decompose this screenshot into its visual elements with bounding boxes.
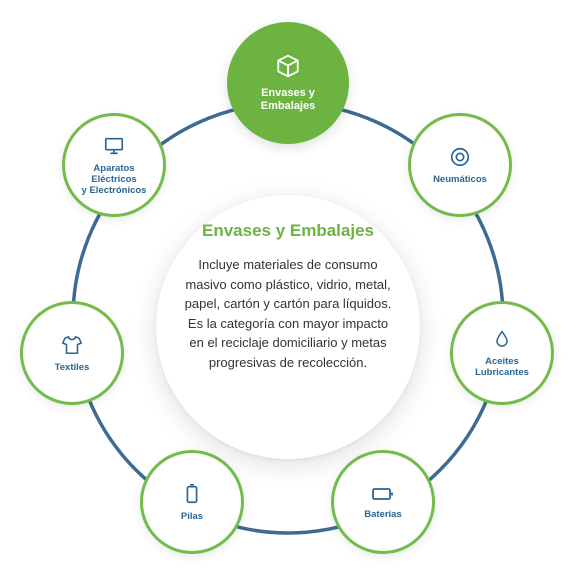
monitor-icon <box>104 137 124 154</box>
node-textiles[interactable]: Textiles <box>20 301 124 405</box>
shirt-icon <box>62 335 82 354</box>
node-envases-embalajes[interactable]: Envases y Embalajes <box>227 22 349 144</box>
cell-battery-icon <box>186 483 198 503</box>
node-label: Textiles <box>54 361 90 373</box>
node-baterias[interactable]: Baterías <box>331 450 435 554</box>
node-aparatos-electricos[interactable]: Aparatos Eléctricos y Electrónicos <box>62 113 166 217</box>
center-title: Envases y Embalajes <box>201 221 374 240</box>
center-info-panel: Envases y Embalajes Incluye materiales d… <box>156 195 420 459</box>
node-pilas[interactable]: Pilas <box>140 450 244 554</box>
node-neumaticos[interactable]: Neumáticos <box>408 113 512 217</box>
node-label: Pilas <box>180 510 204 522</box>
battery-icon <box>372 487 393 500</box>
node-label: Envases y Embalajes <box>260 87 316 112</box>
drop-icon <box>496 330 508 347</box>
node-label: Baterías <box>364 508 402 520</box>
node-label: Neumáticos <box>433 173 487 185</box>
node-label: Aparatos Eléctricos y Electrónicos <box>81 162 147 196</box>
center-description: Incluye materiales de consumo masivo com… <box>184 257 392 370</box>
node-aceites-lubricantes[interactable]: Aceites Lubricantes <box>450 301 554 405</box>
box-icon <box>277 54 299 78</box>
node-label: Aceites Lubricantes <box>475 356 529 378</box>
tire-icon <box>450 147 470 166</box>
